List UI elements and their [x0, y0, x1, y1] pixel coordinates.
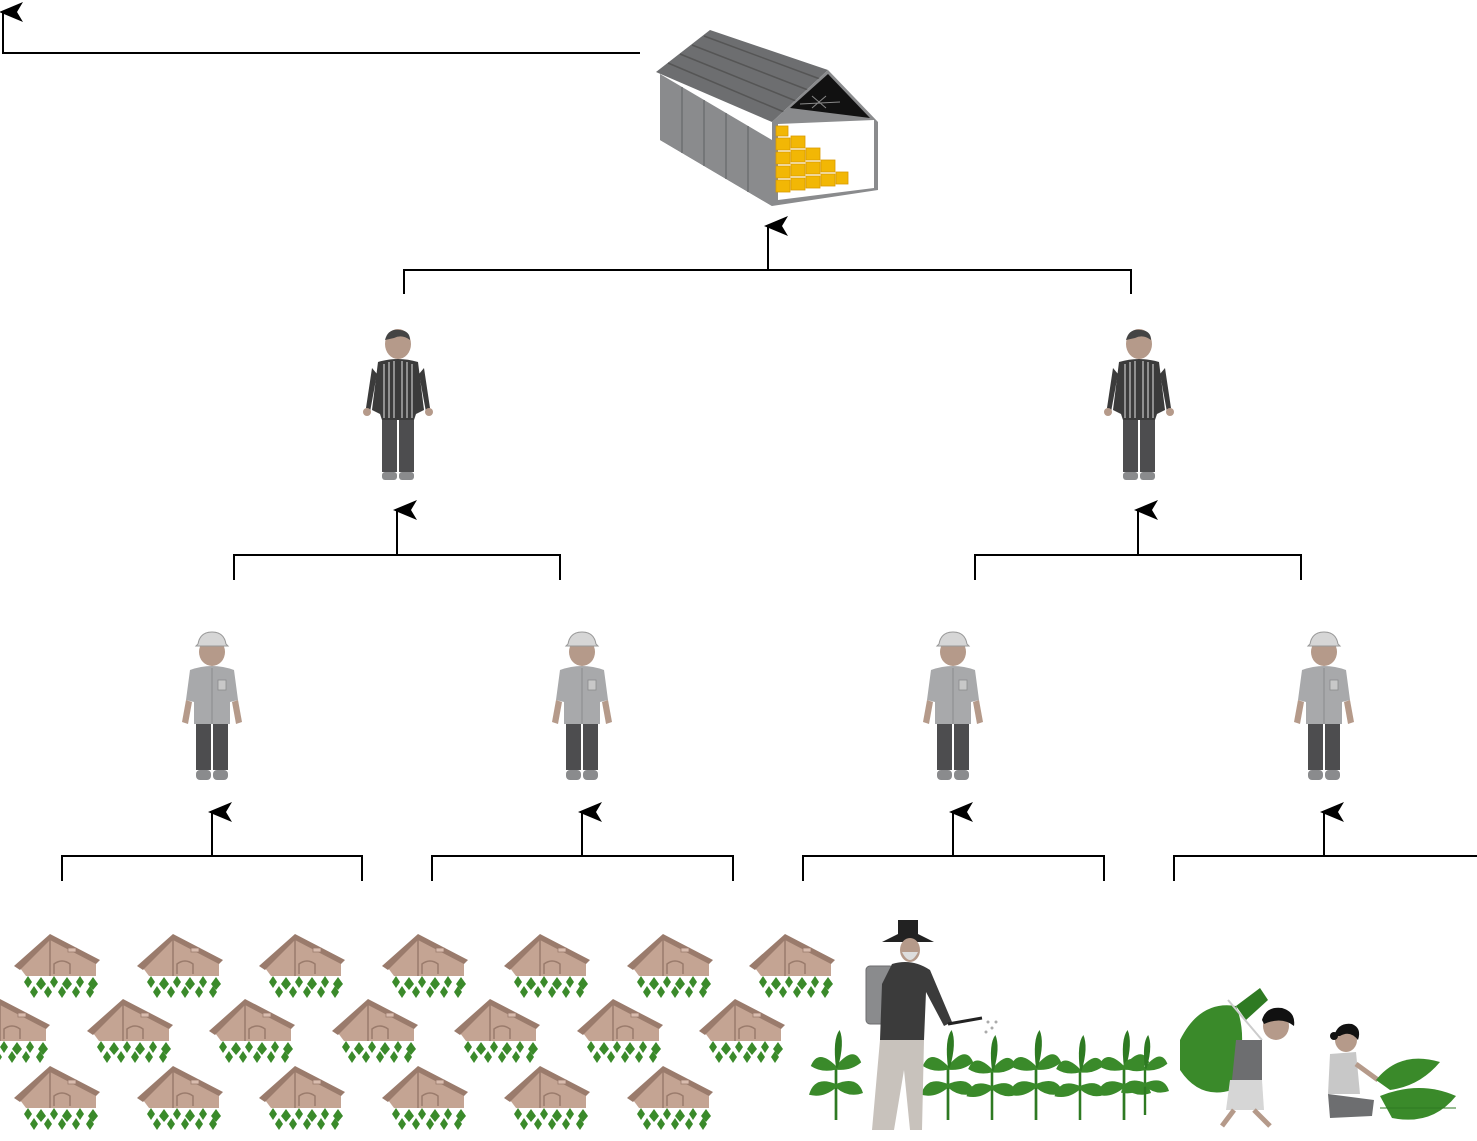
warehouse-icon: [656, 30, 878, 206]
farm-house-icon: [503, 933, 591, 999]
buyer-person-icon: [1103, 328, 1175, 481]
tobacco-plant-icon: [1053, 1035, 1107, 1120]
farm-house-icon: [698, 998, 786, 1064]
tobacco-plant-icon: [807, 1030, 865, 1120]
farm-house-icon: [258, 1065, 346, 1131]
farm-house-icon: [626, 1065, 714, 1131]
agent-person-icon: [181, 631, 243, 781]
farm-house-icon: [503, 1065, 591, 1131]
farm-house-icon: [13, 933, 101, 999]
tobacco-plant-icon: [919, 1030, 977, 1120]
agent-person-icon: [551, 631, 613, 781]
farm-house-icon: [136, 933, 224, 999]
buyer-person-icon: [362, 328, 434, 481]
farm-house-icon: [258, 933, 346, 999]
farm-house-icon: [331, 998, 419, 1064]
tobacco-field: [807, 1030, 1170, 1120]
farm-house-icon: [626, 933, 714, 999]
bracket-growers-3: [802, 855, 1105, 881]
kneeling-worker-icon: [1328, 1023, 1456, 1120]
bracket-agents-left: [233, 554, 561, 580]
farm-house-icon: [13, 1065, 101, 1131]
connector-lines: [0, 2, 1477, 881]
bracket-growers-2: [431, 855, 734, 881]
bracket-buyers: [403, 269, 1132, 294]
farm-house-icon: [208, 998, 296, 1064]
farm-house-icon: [576, 998, 664, 1064]
harvester-carrying-icon: [1180, 988, 1295, 1128]
farm-house-icon: [381, 933, 469, 999]
agent-person-icon: [922, 631, 984, 781]
sprayer-farmer-icon: [865, 920, 998, 1130]
tobacco-plant-icon: [1095, 1030, 1153, 1120]
bracket-agents-right: [974, 554, 1302, 580]
agent-person-icon: [1293, 631, 1355, 781]
tobacco-plant-icon: [1007, 1030, 1065, 1120]
farm-house-icon: [0, 998, 51, 1064]
farm-house-icon: [381, 1065, 469, 1131]
farm-house-icon: [453, 998, 541, 1064]
growers-farms: [0, 933, 836, 1131]
farm-house-icon: [748, 933, 836, 999]
connector-offscreen: [0, 2, 640, 54]
tobacco-plant-icon: [965, 1035, 1019, 1120]
farm-house-icon: [86, 998, 174, 1064]
bracket-growers-4: [1173, 855, 1477, 881]
farm-house-icon: [136, 1065, 224, 1131]
bracket-growers-1: [61, 855, 363, 881]
